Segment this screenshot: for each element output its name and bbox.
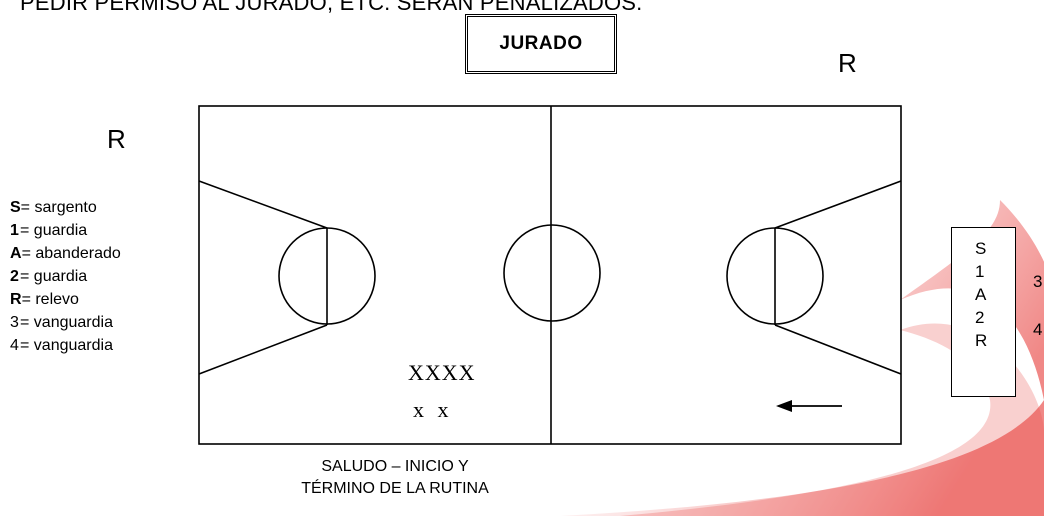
legend-key: 2 — [10, 268, 19, 285]
left-key-top-line — [198, 180, 328, 229]
legend-text: = vanguardia — [20, 314, 113, 331]
legend-text: = guardia — [20, 268, 88, 285]
legend-key: S — [10, 199, 21, 216]
queue-letter: A — [975, 285, 987, 304]
caption-line-2: TÉRMINO DE LA RUTINA — [301, 480, 489, 497]
queue-letter: 1 — [975, 262, 985, 281]
legend-key: 4 — [10, 337, 19, 354]
legend-item: 2 = guardia — [10, 265, 121, 288]
caption-line-1: SALUDO – INICIO Y — [321, 458, 469, 475]
legend-text: = sargento — [20, 199, 97, 216]
left-key-bottom-line — [198, 324, 328, 375]
relief-label-left: R — [107, 124, 126, 154]
legend-item: 1 = guardia — [10, 219, 121, 242]
arrow-left-icon — [776, 400, 842, 412]
legend-key: R — [10, 291, 22, 308]
jury-label: JURADO — [499, 33, 583, 54]
side-number-4: 4 — [1033, 320, 1043, 339]
right-free-throw-circle — [726, 227, 824, 325]
legend-item: A = abanderado — [10, 242, 121, 265]
legend-text: = relevo — [21, 291, 79, 308]
legend-key: 3 — [10, 314, 19, 331]
center-circle — [503, 224, 601, 322]
formation-row-2: x x — [413, 397, 450, 422]
queue-letter: 2 — [975, 308, 985, 327]
legend-key: A — [10, 245, 22, 262]
legend-text: = abanderado — [21, 245, 121, 262]
legend-item: S = sargento — [10, 196, 121, 219]
legend-text: = guardia — [20, 222, 88, 239]
legend: S = sargento 1 = guardia A = abanderado … — [10, 196, 121, 357]
court-boundary — [198, 105, 902, 445]
side-number-3: 3 — [1033, 272, 1043, 291]
legend-item: R = relevo — [10, 288, 121, 311]
instruction-text: PEDIR PERMISO AL JURADO, ETC. SERÁN PENA… — [20, 0, 643, 15]
formation-row-1: XXXX — [408, 360, 476, 385]
left-free-throw-circle — [278, 227, 376, 325]
right-key-bottom-line — [774, 324, 902, 375]
legend-key: 1 — [10, 222, 19, 239]
formation-caption: SALUDO – INICIO Y TÉRMINO DE LA RUTINA — [270, 456, 520, 500]
jury-box: JURADO — [465, 14, 617, 74]
legend-item: 3 = vanguardia — [10, 311, 121, 334]
queue-letters: S 1 A 2 R — [975, 237, 987, 352]
queue-letter: S — [975, 239, 987, 258]
legend-item: 4 = vanguardia — [10, 334, 121, 357]
queue-box — [951, 227, 1016, 397]
queue-letter: R — [975, 331, 988, 350]
relief-label-right: R — [838, 48, 857, 78]
legend-text: = vanguardia — [20, 337, 113, 354]
right-key-top-line — [774, 180, 902, 229]
